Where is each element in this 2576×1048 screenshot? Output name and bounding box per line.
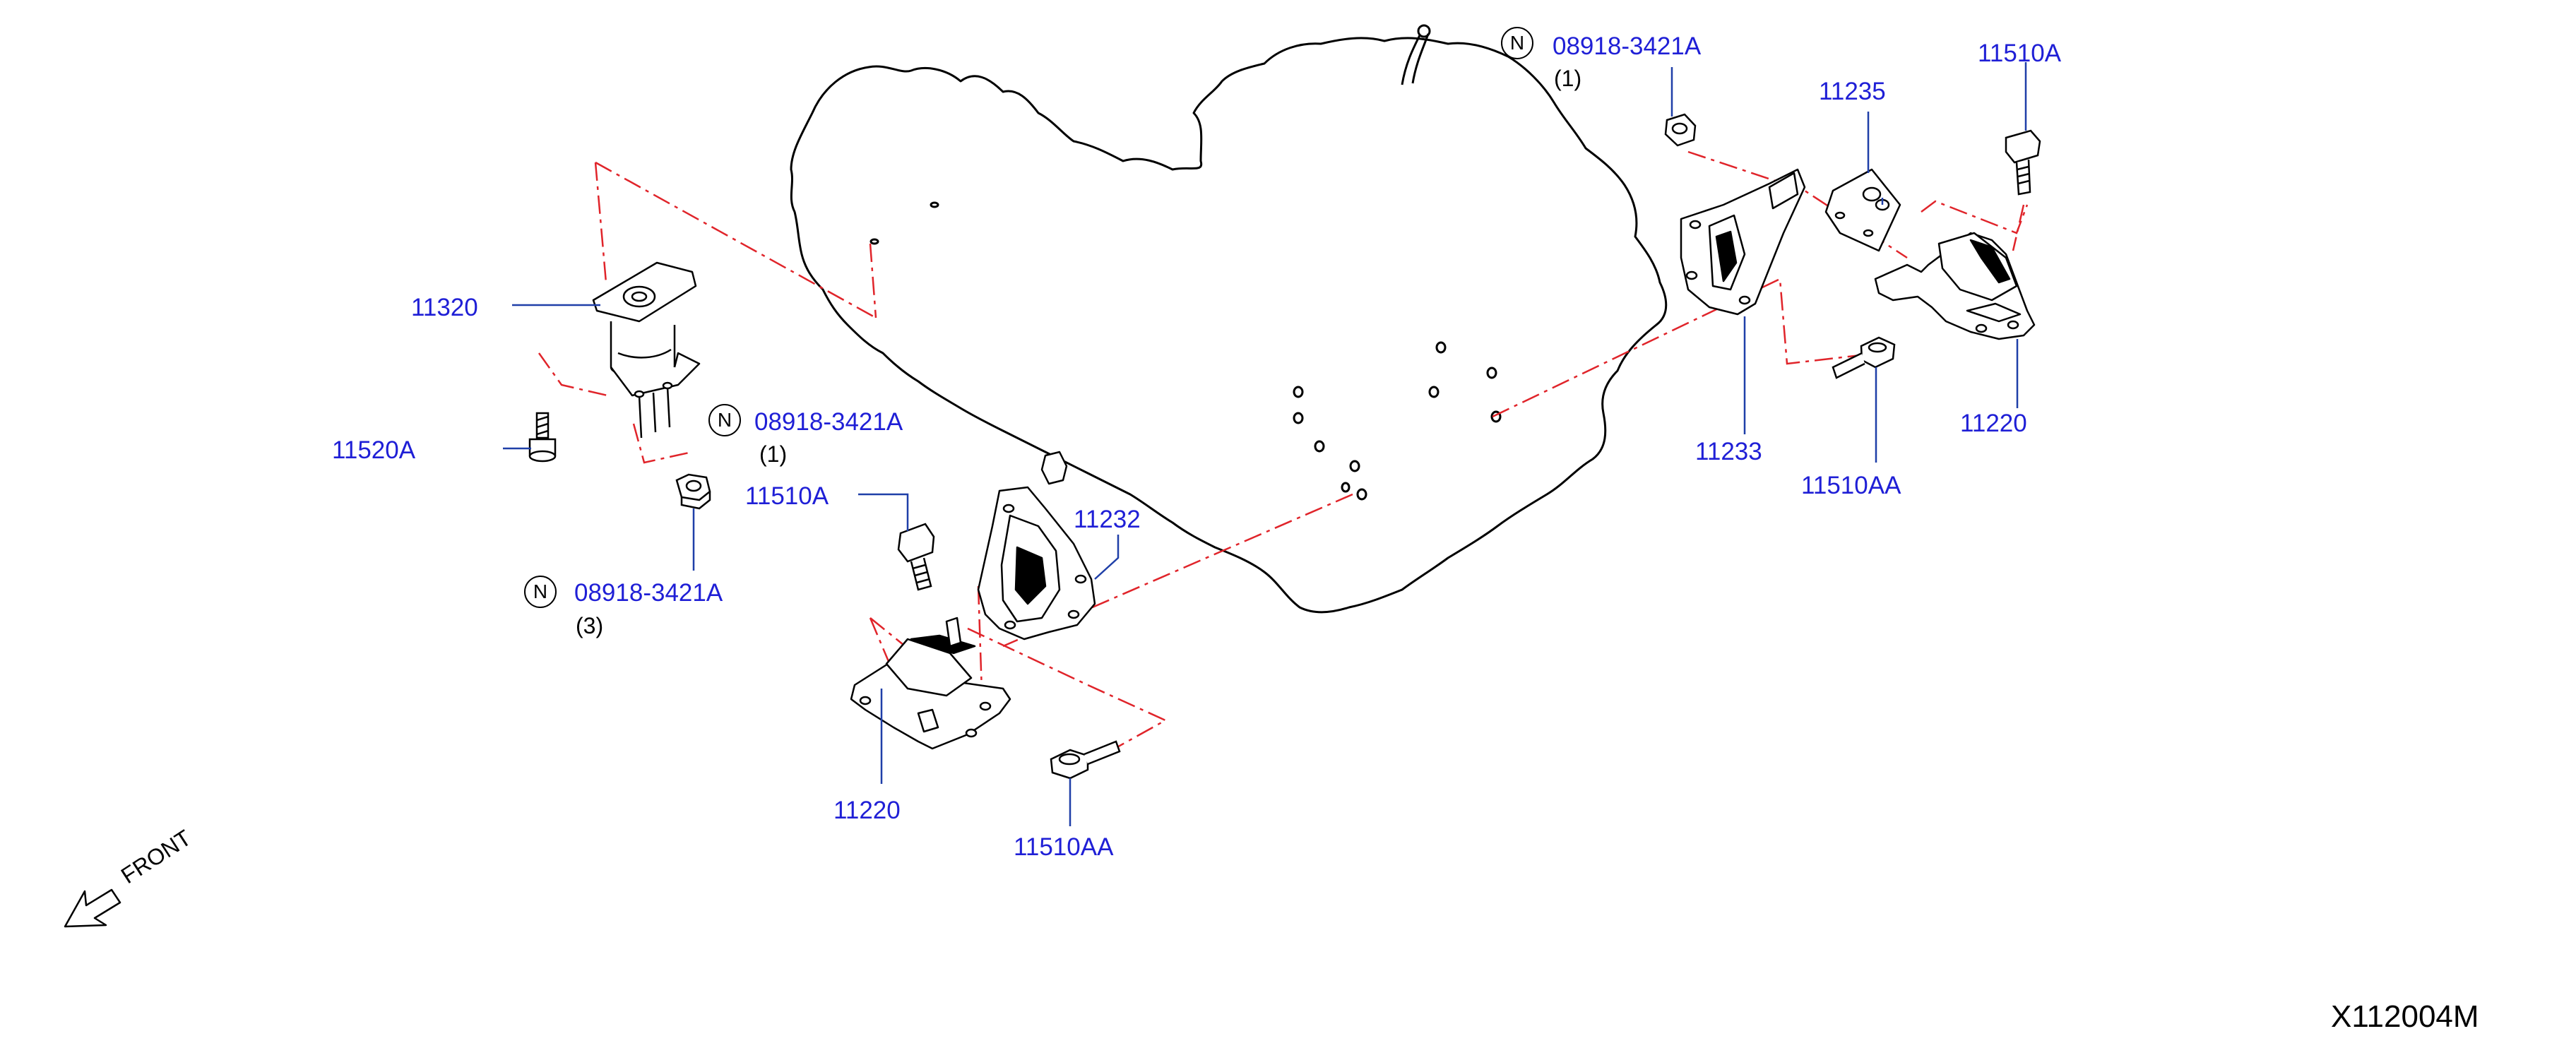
- callout-11510A-left[interactable]: 11510A: [745, 482, 829, 510]
- callout-11510A-right[interactable]: 11510A: [1978, 40, 2062, 67]
- qty-n-top: (1): [1554, 66, 1582, 91]
- bracket-11233: [1680, 168, 1806, 316]
- bolt-11510A-right: [2005, 129, 2041, 196]
- diagram-code: X112004M: [2331, 999, 2479, 1034]
- callout-11510AA-left[interactable]: 11510AA: [1014, 833, 1114, 861]
- callout-11220-right[interactable]: 11220: [1960, 410, 2027, 437]
- nut-top: [1664, 113, 1697, 147]
- callout-11233[interactable]: 11233: [1695, 438, 1762, 465]
- bolt-11510A-left: [897, 523, 935, 591]
- callout-11510AA-right[interactable]: 11510AA: [1801, 472, 1901, 499]
- nut-left-bottom: [675, 473, 711, 510]
- callout-11320[interactable]: 11320: [411, 294, 478, 321]
- bolt-11510AA-left: [1050, 740, 1121, 780]
- callout-11235[interactable]: 11235: [1819, 78, 1886, 105]
- plate-11235: [1824, 168, 1901, 252]
- n-mark-icon: N: [1501, 27, 1533, 59]
- bracket-11232: [977, 451, 1096, 641]
- n-mark-icon: N: [708, 404, 741, 436]
- callout-n-left-top[interactable]: 08918-3421A: [754, 408, 903, 436]
- bolt-11510AA-right: [1832, 336, 1896, 379]
- leader-lines: [503, 62, 2027, 826]
- front-arrow-icon: [64, 888, 121, 928]
- part-11320-mount: [592, 261, 701, 439]
- callout-11232[interactable]: 11232: [1074, 506, 1141, 533]
- callout-11220-left[interactable]: 11220: [833, 797, 901, 824]
- callout-n-top[interactable]: 08918-3421A: [1553, 32, 1702, 60]
- qty-n-left-top: (1): [759, 441, 788, 467]
- mount-11220-left: [850, 617, 1011, 750]
- qty-n-left-bottom: (3): [576, 613, 604, 638]
- n-mark-icon: N: [524, 576, 557, 608]
- callout-n-left-bottom[interactable]: 08918-3421A: [574, 579, 723, 607]
- mount-11220-right: [1874, 232, 2036, 340]
- bolt-11520A: [528, 412, 557, 463]
- engine-transmission-outline: [790, 24, 1668, 614]
- callout-11520A[interactable]: 11520A: [332, 436, 416, 464]
